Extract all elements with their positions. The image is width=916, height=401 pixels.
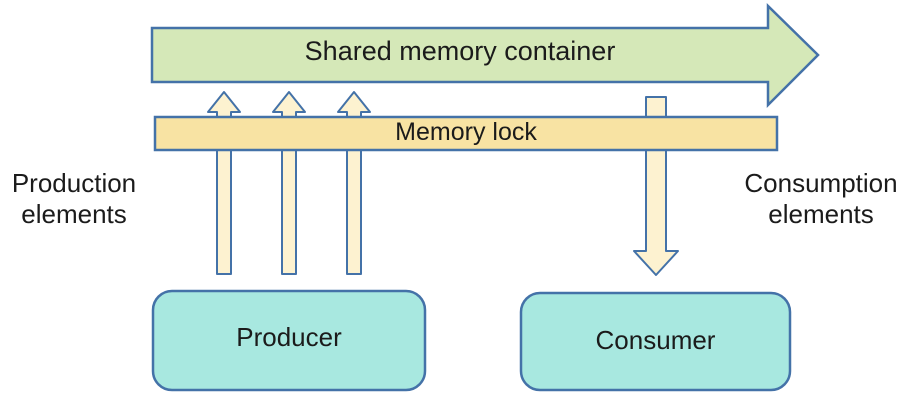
memory-lock-bar (153, 115, 779, 152)
consumption-arrow-1 (633, 96, 679, 276)
consumer-box (519, 291, 792, 392)
production-arrow-group (207, 91, 371, 275)
producer-box (151, 289, 427, 392)
production-arrow-1 (207, 91, 241, 275)
production-arrow-3 (337, 91, 371, 275)
shared-memory-container-arrow (150, 3, 820, 109)
production-arrow-2 (272, 91, 306, 275)
